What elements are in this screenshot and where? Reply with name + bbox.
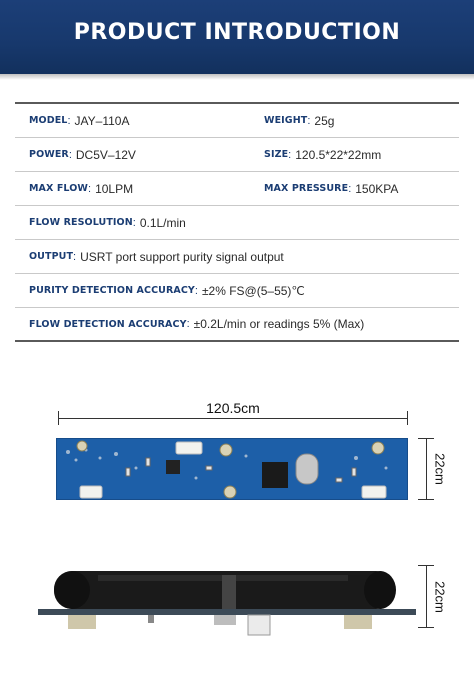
spec-label: MAX FLOW <box>29 183 88 194</box>
sensor-module-side-image <box>38 565 416 645</box>
module-illustration <box>38 571 416 636</box>
width-dimension-tick <box>58 411 59 425</box>
spec-row: FLOW RESOLUTION: 0.1L/min <box>15 206 459 240</box>
height-dimension-label: 22cm <box>432 580 448 613</box>
pcb-board-image <box>55 437 409 501</box>
height-dimension-bottom: 22cm <box>414 565 458 628</box>
spec-value: ±2% FS@(5–55)℃ <box>201 283 305 298</box>
spec-value: 10LPM <box>95 181 134 196</box>
spec-label: SIZE <box>264 149 289 160</box>
page-title: PRODUCT INTRODUCTION <box>73 20 401 45</box>
width-dimension-tick <box>407 411 408 425</box>
spec-cell: OUTPUT: USRT port support purity signal … <box>15 250 284 264</box>
height-dimension-cap <box>418 438 434 439</box>
spec-cell: PURITY DETECTION ACCURACY: ±2% FS@(5–55)… <box>15 284 305 298</box>
spec-label: FLOW RESOLUTION <box>29 217 133 228</box>
spec-row: MODEL: JAY–110A WEIGHT: 25g <box>15 104 459 138</box>
spec-value: ±0.2L/min or readings 5% (Max) <box>193 317 365 331</box>
spec-label: MODEL <box>29 115 68 126</box>
height-dimension-line <box>426 565 427 628</box>
header-banner: PRODUCT INTRODUCTION <box>0 0 474 74</box>
spec-cell: FLOW RESOLUTION: 0.1L/min <box>15 216 186 230</box>
header-shadow <box>0 74 474 80</box>
height-dimension-cap <box>418 627 434 628</box>
spec-row: PURITY DETECTION ACCURACY: ±2% FS@(5–55)… <box>15 274 459 308</box>
spec-row: FLOW DETECTION ACCURACY: ±0.2L/min or re… <box>15 308 459 342</box>
spec-label: POWER <box>29 149 69 160</box>
table-top-rule <box>15 102 459 104</box>
height-dimension-cap <box>418 499 434 500</box>
spec-value: 0.1L/min <box>139 215 186 230</box>
spec-label: PURITY DETECTION ACCURACY <box>29 285 195 296</box>
pcb-illustration <box>55 437 409 501</box>
spec-label: OUTPUT <box>29 251 74 262</box>
spec-value: DC5V–12V <box>75 147 136 162</box>
width-dimension-line <box>58 418 408 419</box>
spec-value: 120.5*22*22mm <box>295 147 382 162</box>
spec-colon: : <box>186 318 190 330</box>
spec-value: JAY–110A <box>74 113 130 128</box>
spec-colon: : <box>67 114 71 127</box>
spec-cell: WEIGHT: 25g <box>250 114 334 128</box>
spec-colon: : <box>194 284 198 297</box>
spec-row: POWER: DC5V–12V SIZE: 120.5*22*22mm <box>15 138 459 172</box>
spec-cell: MAX PRESSURE: 150KPA <box>250 182 398 196</box>
spec-colon: : <box>132 216 136 229</box>
width-dimension: 120.5cm <box>58 400 408 425</box>
spec-colon: : <box>288 148 292 161</box>
spec-table: MODEL: JAY–110A WEIGHT: 25g POWER: DC5V–… <box>15 102 459 342</box>
spec-row: OUTPUT: USRT port support purity signal … <box>15 240 459 274</box>
spec-cell: MAX FLOW: 10LPM <box>15 182 250 196</box>
spec-cell: POWER: DC5V–12V <box>15 148 250 162</box>
width-dimension-label: 120.5cm <box>206 400 260 416</box>
spec-label: WEIGHT <box>264 115 308 126</box>
height-dimension-top: 22cm <box>414 438 458 500</box>
spec-colon: : <box>88 182 92 195</box>
spec-label: MAX PRESSURE <box>264 183 349 194</box>
spec-cell: FLOW DETECTION ACCURACY: ±0.2L/min or re… <box>15 317 364 331</box>
spec-cell: SIZE: 120.5*22*22mm <box>250 148 381 162</box>
spec-colon: : <box>307 114 311 127</box>
spec-colon: : <box>73 250 77 263</box>
spec-colon: : <box>348 182 352 195</box>
spec-value: 25g <box>314 113 335 128</box>
height-dimension-line <box>426 438 427 500</box>
height-dimension-cap <box>418 565 434 566</box>
spec-label: FLOW DETECTION ACCURACY <box>29 318 187 330</box>
spec-value: USRT port support purity signal output <box>80 249 284 264</box>
spec-colon: : <box>68 148 72 161</box>
spec-cell: MODEL: JAY–110A <box>15 114 250 128</box>
spec-value: 150KPA <box>355 181 399 196</box>
height-dimension-label: 22cm <box>432 453 448 485</box>
spec-row: MAX FLOW: 10LPM MAX PRESSURE: 150KPA <box>15 172 459 206</box>
